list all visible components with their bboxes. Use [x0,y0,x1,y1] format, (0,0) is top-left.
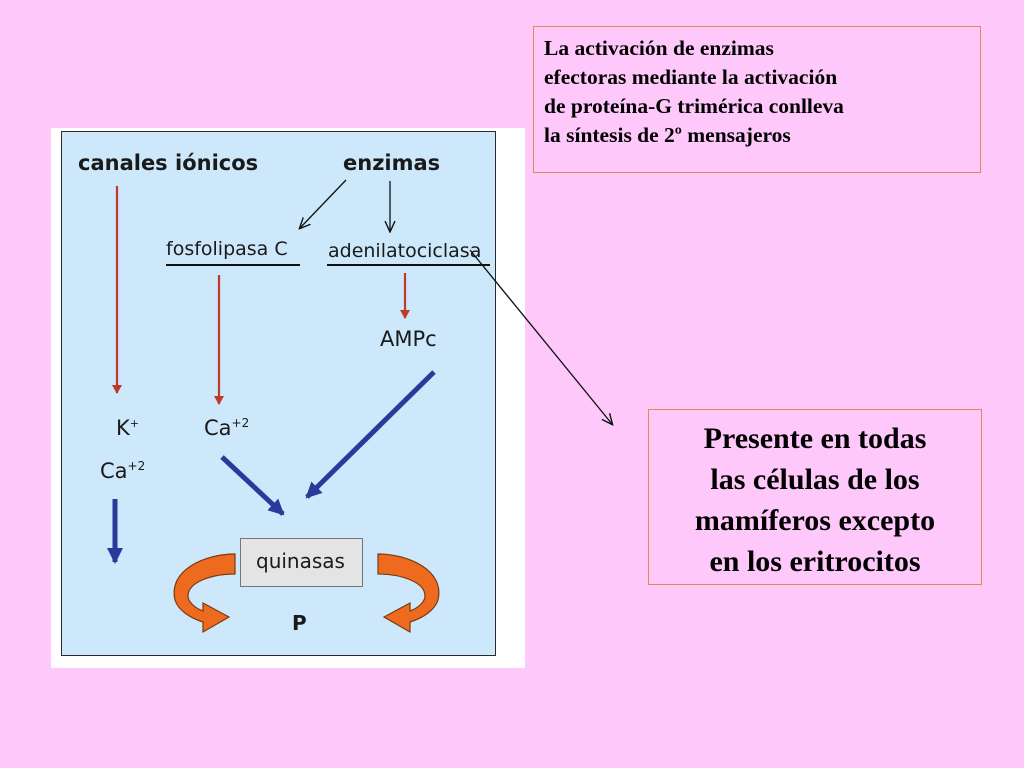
label-p: P [292,611,307,635]
bottom-note-box: Presente en todas las células de los mam… [648,409,982,585]
orange-curved-arrow-right [377,553,440,634]
label-quinasas: quinasas [256,549,345,573]
label-fosfolipasa-c: fosfolipasa C [166,238,288,260]
bottom-note-line: mamíferos excepto [694,504,936,537]
label-ca-ion-middle: Ca+2 [204,416,250,440]
arrow-enzimas-to-fosfolipasa [300,179,347,228]
label-k-ion: K+ [116,416,139,440]
orange-curved-arrow-left [173,553,236,634]
top-info-line: de proteína-G trimérica conlleva [544,94,844,118]
bottom-note-line: las células de los [710,463,920,496]
label-enzimas: enzimas [343,151,441,175]
label-adenilatociclasa: adenilatociclasa [328,240,482,262]
label-canales-ionicos: canales iónicos [78,151,259,175]
arrow-adenilatociclasa-to-note [469,249,612,424]
label-ampc: AMPc [380,327,437,351]
bottom-note-line: en los eritrocitos [709,545,921,578]
top-info-line: la síntesis de 2º mensajeros [544,123,791,147]
top-info-box: La activación de enzimas efectoras media… [533,26,981,173]
bottom-note-line: Presente en todas [703,422,927,455]
top-info-line: La activación de enzimas [544,36,774,60]
top-info-line: efectoras mediante la activación [544,65,838,89]
arrow-ca-to-quinasas [220,455,285,516]
quinasas-box [240,538,363,587]
label-ca-ion-left: Ca+2 [100,459,146,483]
arrow-ampc-to-quinasas [305,370,436,499]
